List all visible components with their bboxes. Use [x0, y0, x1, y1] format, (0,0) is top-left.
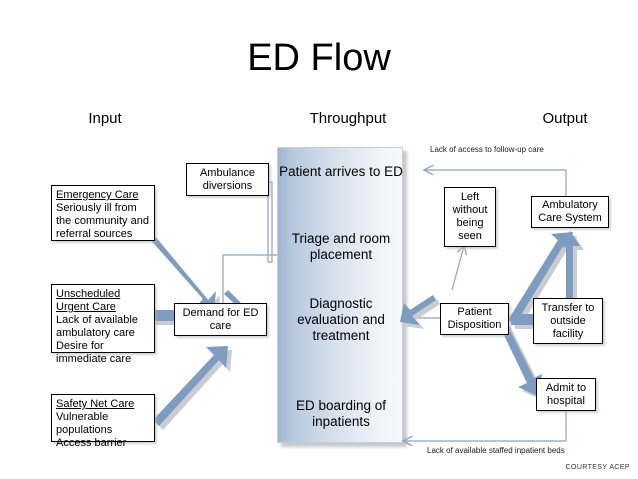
column-header-output: Output [542, 110, 588, 127]
stage-ed-boarding: ED boarding of inpatients [295, 398, 387, 429]
input-box-unscheduled-urgent-care-line-2: ambulatory care [56, 327, 135, 339]
arrow-disposition-to-ambulatory [508, 232, 577, 329]
box-transfer-to-outside-facility[interactable]: Transfer to outside facility [533, 298, 603, 344]
column-header-throughput: Throughput [309, 110, 387, 127]
box-ambulatory-care-system-label: Ambulatory Care System [538, 199, 602, 224]
box-left-without-being-seen-label: Left without being seen [452, 191, 488, 242]
input-box-emergency-care-line-2: the community and [56, 215, 149, 227]
input-box-unscheduled-urgent-care-line-1: Lack of available [56, 314, 138, 326]
input-box-emergency-care-line-1: Seriously ill from [56, 202, 137, 214]
input-box-unscheduled-urgent-care[interactable]: Unscheduled Urgent Care Lack of availabl… [51, 284, 155, 365]
box-admit-to-hospital[interactable]: Admit to hospital [536, 378, 596, 411]
input-box-emergency-care-line-3: referral sources [56, 228, 133, 240]
arrow-panel-to-disposition [400, 295, 440, 329]
page-title: ED Flow [247, 37, 391, 79]
box-ambulatory-care-system[interactable]: Ambulatory Care System [531, 196, 609, 228]
annotation-lack-of-staffed-beds: Lack of available staffed inpatient beds [427, 446, 565, 455]
column-header-input: Input [88, 110, 122, 127]
box-admit-to-hospital-label: Admit to hospital [545, 381, 587, 407]
box-left-without-being-seen[interactable]: Left without being seen [444, 187, 496, 247]
stage-diagnostic-evaluation: Diagnostic evaluation and treatment [297, 296, 385, 343]
annotation-lack-of-access-follow-up: Lack of access to follow-up care [430, 145, 544, 154]
stage-patient-arrives: Patient arrives to ED [279, 164, 403, 179]
box-patient-disposition[interactable]: Patient Disposition [440, 303, 509, 335]
box-ambulance-diversions[interactable]: Ambulance diversions [186, 163, 269, 196]
box-demand-for-ed-care-label: Demand for ED care [182, 306, 259, 332]
arrow-emergency-to-demand [148, 233, 220, 316]
box-demand-for-ed-care[interactable]: Demand for ED care [174, 303, 267, 336]
arrow-transfer-to-ambulatory [559, 231, 584, 304]
input-box-emergency-care-heading: Emergency Care [56, 189, 139, 201]
box-transfer-to-outside-facility-label: Transfer to outside facility [541, 301, 595, 340]
stage-triage-room-placement: Triage and room placement [291, 231, 391, 262]
throughput-panel: Patient arrives to ED Triage and room pl… [277, 147, 403, 443]
input-box-safety-net-care-line-1: Vulnerable [56, 411, 109, 423]
box-patient-disposition-label: Patient Disposition [447, 306, 502, 331]
box-ambulance-diversions-label: Ambulance diversions [199, 166, 256, 192]
courtesy-credit: COURTESY ACEP [565, 464, 630, 471]
input-box-unscheduled-urgent-care-line-3: Desire for [56, 340, 104, 352]
input-box-emergency-care[interactable]: Emergency Care Seriously ill from the co… [51, 185, 155, 241]
input-box-safety-net-care[interactable]: Safety Net Care Vulnerable populations A… [51, 394, 155, 449]
input-box-unscheduled-urgent-care-heading: Unscheduled Urgent Care [56, 288, 121, 313]
arrow-safetynet-to-demand [153, 346, 232, 430]
arrow-disposition-to-admit [500, 322, 546, 400]
input-box-safety-net-care-line-2: populations [56, 424, 113, 436]
input-box-safety-net-care-line-3: Access barrier [56, 437, 127, 449]
input-box-unscheduled-urgent-care-line-4: immediate care [56, 353, 132, 365]
input-box-safety-net-care-heading: Safety Net Care [56, 398, 135, 410]
